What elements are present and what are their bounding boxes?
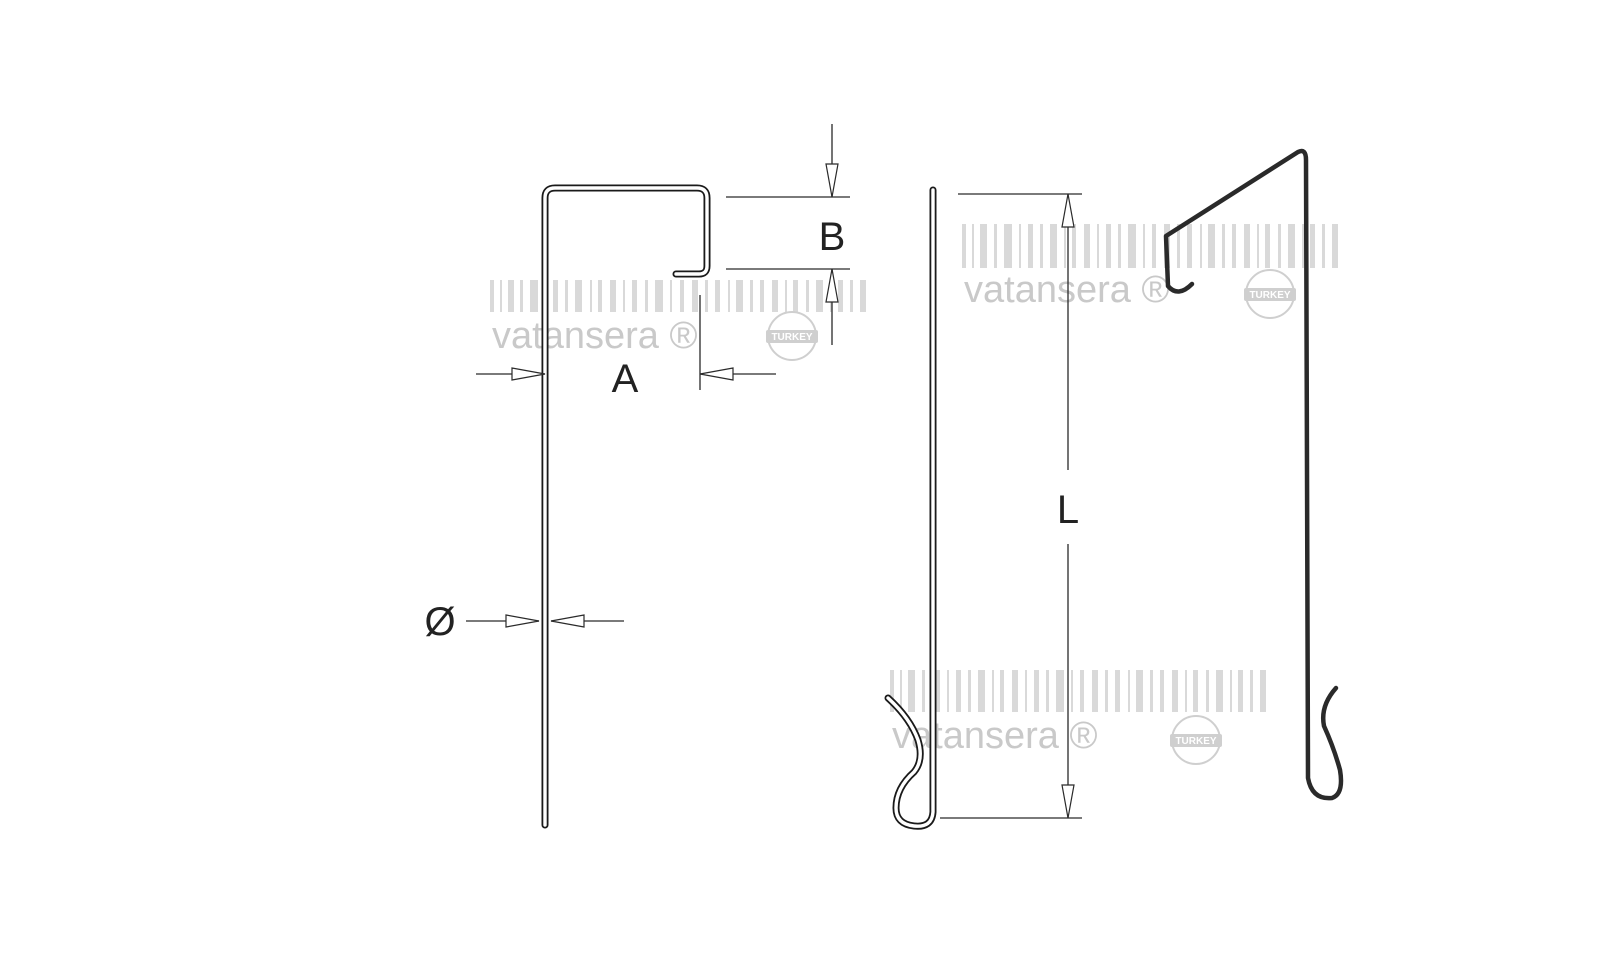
watermark-brand-text: vatansera ® bbox=[492, 315, 697, 357]
dimension-a-label: A bbox=[612, 357, 639, 401]
watermark-barcode bbox=[890, 670, 1266, 712]
hook-perspective-view bbox=[1163, 148, 1344, 801]
hook-side-view bbox=[884, 186, 937, 830]
hook-front-view bbox=[541, 184, 711, 829]
watermark-seal: TURKEY bbox=[1244, 269, 1296, 319]
dimension-b-label: B bbox=[819, 215, 846, 259]
dimension-l: L bbox=[940, 193, 1082, 819]
dimension-diameter: Ø bbox=[424, 600, 624, 644]
dimension-b: B bbox=[726, 124, 850, 345]
watermark-barcode bbox=[962, 224, 1338, 268]
dimension-diameter-label: Ø bbox=[424, 600, 455, 644]
watermark-brand-text: vatansera ® bbox=[964, 269, 1169, 311]
dimension-l-label: L bbox=[1057, 488, 1079, 532]
dimension-a: A bbox=[476, 295, 776, 401]
watermark-2: vatansera ® TURKEY bbox=[962, 224, 1338, 319]
watermark-seal: TURKEY bbox=[766, 311, 818, 361]
watermark-seal: TURKEY bbox=[1170, 715, 1222, 765]
svg-text:TURKEY: TURKEY bbox=[1249, 290, 1290, 301]
svg-text:TURKEY: TURKEY bbox=[771, 332, 812, 343]
watermark-1: vatansera ® TURKEY bbox=[490, 280, 866, 361]
watermark-brand-text: vatansera ® bbox=[892, 715, 1097, 757]
watermark-3: vatansera ® TURKEY bbox=[890, 670, 1266, 765]
svg-text:TURKEY: TURKEY bbox=[1175, 736, 1216, 747]
